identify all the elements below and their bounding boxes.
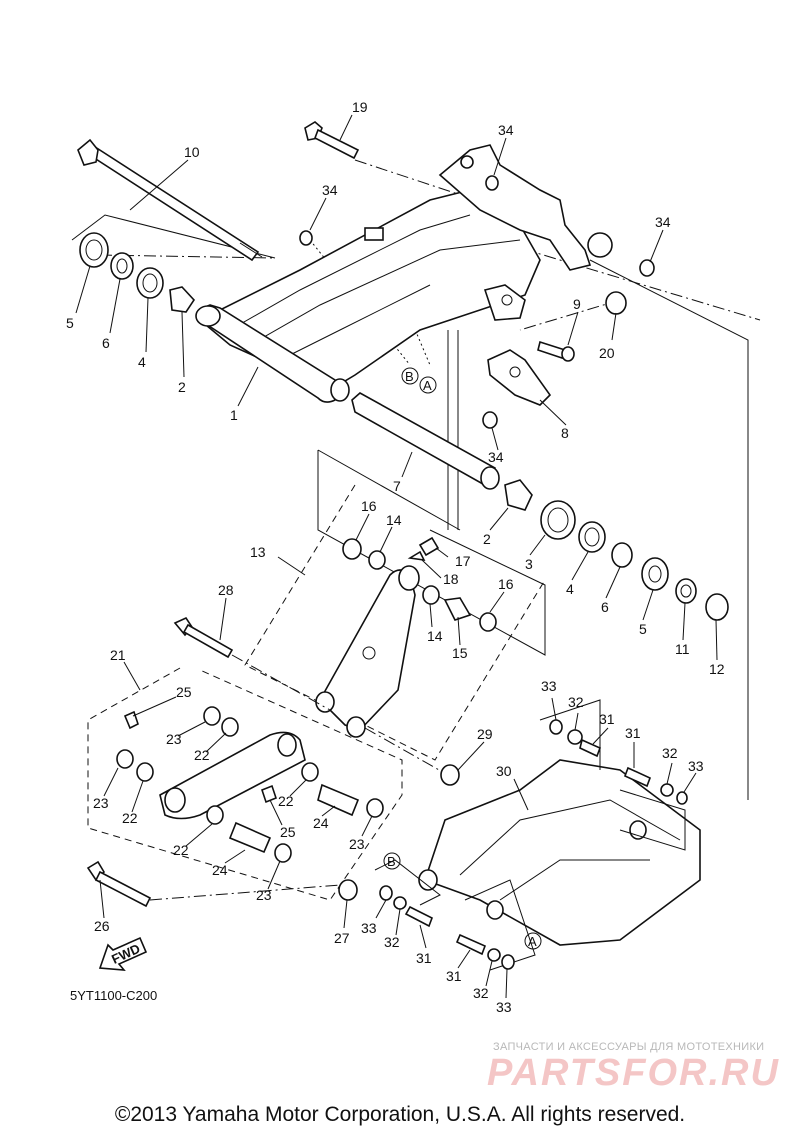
- fwd-arrow-icon: FWD: [98, 936, 148, 971]
- callout-33: 33: [688, 758, 704, 774]
- callout-25: 25: [280, 824, 296, 840]
- callout-2: 2: [178, 379, 186, 395]
- callout-23: 23: [349, 836, 365, 852]
- callout-33: 33: [496, 999, 512, 1015]
- watermark-logo: PARTSFOR.RU: [487, 1052, 780, 1094]
- ref-A-upper: A: [423, 378, 432, 393]
- callout-22: 22: [122, 810, 138, 826]
- skid-plate-30: [374, 699, 701, 971]
- callout-31: 31: [599, 711, 615, 727]
- callout-6: 6: [102, 335, 110, 351]
- callout-29: 29: [477, 726, 493, 742]
- callout-2: 2: [483, 531, 491, 547]
- callout-16: 16: [361, 498, 377, 514]
- callout-19: 19: [352, 99, 368, 115]
- callout-24: 24: [313, 815, 329, 831]
- callout-18: 18: [443, 571, 459, 587]
- callout-numbers: 10 19 34 34 34 9 20 5 6 4 2 1 8 34 7 2 3…: [66, 99, 725, 1015]
- callout-8: 8: [561, 425, 569, 441]
- callout-22: 22: [194, 747, 210, 763]
- callout-21: 21: [110, 647, 126, 663]
- callout-7: 7: [393, 478, 401, 494]
- bolt-28: [173, 616, 331, 711]
- callout-15: 15: [452, 645, 468, 661]
- callout-20: 20: [599, 345, 615, 361]
- callout-23: 23: [93, 795, 109, 811]
- callout-14: 14: [427, 628, 443, 644]
- chain-guide-8: [483, 284, 575, 406]
- ref-B-lower: B: [387, 854, 396, 869]
- callout-5: 5: [639, 621, 647, 637]
- pivot-collar-7: [317, 392, 546, 656]
- leader-lines: [75, 114, 718, 999]
- fwd-label: FWD: [109, 941, 142, 967]
- ref-B-upper: B: [405, 369, 414, 384]
- callout-24: 24: [212, 862, 228, 878]
- left-pivot-parts: [79, 232, 221, 327]
- callout-3: 3: [525, 556, 533, 572]
- callout-33: 33: [541, 678, 557, 694]
- callout-31: 31: [416, 950, 432, 966]
- callout-28: 28: [218, 582, 234, 598]
- callout-32: 32: [384, 934, 400, 950]
- callout-22: 22: [173, 842, 189, 858]
- nuts: [299, 175, 655, 429]
- diagram-code: 5YT1100-C200: [70, 988, 158, 1003]
- callout-25: 25: [176, 684, 192, 700]
- callout-30: 30: [496, 763, 512, 779]
- bolt-19: [304, 121, 360, 160]
- callout-32: 32: [662, 745, 678, 761]
- callout-33: 33: [361, 920, 377, 936]
- relay-arm-13: [244, 484, 546, 761]
- callout-23: 23: [256, 887, 272, 903]
- callout-26: 26: [94, 918, 110, 934]
- callout-34: 34: [322, 182, 338, 198]
- callout-34: 34: [488, 449, 504, 465]
- callout-34: 34: [655, 214, 671, 230]
- copyright-notice: ©2013 Yamaha Motor Corporation, U.S.A. A…: [114, 1103, 686, 1126]
- watermark-tagline: ЗАПЧАСТИ И АКСЕССУАРЫ ДЛЯ МОТОТЕХНИКИ: [493, 1041, 765, 1053]
- callout-23: 23: [166, 731, 182, 747]
- swingarm: [198, 144, 613, 403]
- callout-6: 6: [601, 599, 609, 615]
- linkage-21: [87, 667, 403, 901]
- callout-34: 34: [498, 122, 514, 138]
- callout-31: 31: [446, 968, 462, 984]
- callout-10: 10: [184, 144, 200, 160]
- callout-4: 4: [138, 354, 146, 370]
- callout-27: 27: [334, 930, 350, 946]
- callout-16: 16: [498, 576, 514, 592]
- bolt-26: [86, 860, 358, 908]
- reference-markers: B A B A: [383, 367, 542, 950]
- callout-13: 13: [250, 544, 266, 560]
- nut-29: [364, 727, 460, 786]
- callout-22: 22: [278, 793, 294, 809]
- ref-A-lower: A: [528, 934, 537, 949]
- callout-32: 32: [473, 985, 489, 1001]
- callout-32: 32: [568, 694, 584, 710]
- callout-17: 17: [455, 553, 471, 569]
- callout-12: 12: [709, 661, 725, 677]
- callout-31: 31: [625, 725, 641, 741]
- callout-1: 1: [230, 407, 238, 423]
- callout-5: 5: [66, 315, 74, 331]
- callout-4: 4: [566, 581, 574, 597]
- right-pivot-parts: [504, 479, 729, 621]
- callout-14: 14: [386, 512, 402, 528]
- pivot-shaft-10: [77, 138, 263, 262]
- callout-11: 11: [675, 641, 690, 657]
- callout-9: 9: [573, 296, 581, 312]
